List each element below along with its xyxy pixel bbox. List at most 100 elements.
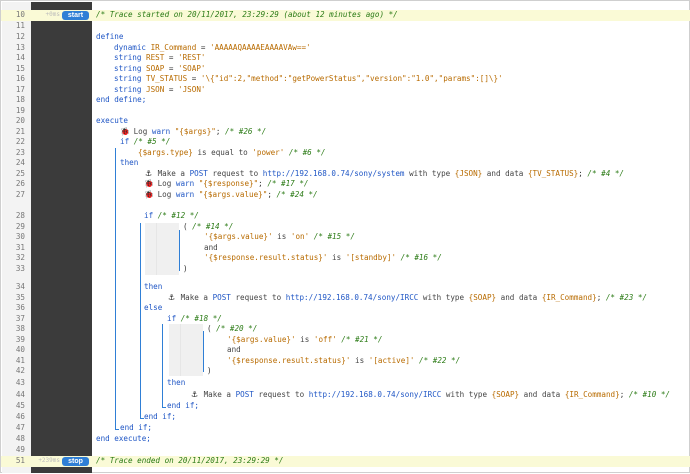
end-if-keyword: end if; (120, 423, 153, 432)
code-line: 22 if /* #5 */ (1, 137, 690, 148)
http-request-statement: ⚓ Make a POST request to http://192.168.… (144, 168, 624, 178)
then-keyword: then (120, 158, 139, 167)
line-number: 21 (15, 126, 25, 136)
if-block-bar (140, 223, 141, 418)
code-line: 33 ) (1, 264, 690, 275)
code-line: 47 end if; (1, 423, 690, 434)
line-number: 17 (15, 84, 25, 94)
code-line: 10 /* Trace started on 20/11/2017, 23:29… (1, 10, 690, 21)
code-line: 42 ) (1, 366, 690, 377)
code-line: 28 if /* #12 */ (1, 211, 690, 222)
code-line: 13 dynamic IR_Command = 'AAAAAQAAAAEAAAA… (1, 43, 690, 54)
code-line: 44 ⚓ Make a POST request to http://192.1… (1, 390, 690, 401)
line-number: 25 (15, 168, 25, 178)
line-number: 10 (15, 10, 25, 19)
line-number: 18 (15, 95, 25, 104)
code-line: 27 🐞 Log warn "{$args.value}"; /* #24 */ (1, 190, 690, 201)
execute-keyword: execute (96, 116, 129, 125)
code-line: 24 then (1, 158, 690, 169)
log-statement: 🐞 Log warn "{$args.value}"; /* #24 */ (144, 189, 318, 199)
line-number: 30 (15, 232, 25, 241)
code-line: 19 (1, 106, 690, 117)
variable-declaration: string TV_STATUS = '\{"id":2,"method":"g… (114, 74, 503, 83)
trace-end-comment: /* Trace ended on 20/11/2017, 23:29:29 *… (96, 456, 284, 465)
code-line: 16 string TV_STATUS = '\{"id":2,"method"… (1, 74, 690, 85)
code-line: 25 ⚓ Make a POST request to http://192.1… (1, 169, 690, 180)
if-block-bar (115, 148, 116, 429)
code-line: 23 {$args.type} is equal to 'power' /* #… (1, 148, 690, 159)
code-line: 29 ( /* #14 */ (1, 222, 690, 233)
code-line: 46 end if; (1, 412, 690, 423)
line-number-gutter (2, 2, 31, 473)
code-line: 30 '{$args.value}' is 'on' /* #15 */ (1, 232, 690, 243)
code-line: 15 string SOAP = 'SOAP' (1, 64, 690, 75)
line-number: 51 (15, 456, 25, 465)
code-line: 48 end execute; (1, 434, 690, 445)
condition-group-open: ( /* #20 */ (207, 324, 258, 333)
line-number: 42 (15, 366, 25, 375)
condition: {$args.type} is equal to 'power' /* #6 *… (138, 147, 326, 157)
code-line: 41 '{$response.result.status}' is '[acti… (1, 356, 690, 367)
start-badge[interactable]: start (62, 11, 89, 20)
bug-icon: 🐞 (144, 179, 154, 188)
line-number: 15 (15, 63, 25, 73)
variable-declaration: string REST = 'REST' (114, 53, 206, 62)
code-line: 37 if /* #18 */ (1, 314, 690, 325)
if-block-bar-end (162, 407, 166, 408)
line-number: 23 (15, 147, 25, 157)
code-line: 39 '{$args.value}' is 'off' /* #21 */ (1, 335, 690, 346)
anchor-icon: ⚓ (144, 168, 153, 178)
line-number: 48 (15, 434, 25, 443)
code-line: 32 '{$response.result.status}' is '[stan… (1, 253, 690, 264)
bug-icon: 🐞 (144, 189, 154, 199)
line-number: 40 (15, 345, 25, 354)
if-statement: if /* #5 */ (120, 137, 171, 146)
code-line: 26 🐞 Log warn "{$response}"; /* #17 */ (1, 179, 690, 190)
code-line: 18 end define; (1, 95, 690, 106)
code-line: 20 execute (1, 116, 690, 127)
line-number: 47 (15, 423, 25, 432)
code-line: 49 (1, 445, 690, 456)
line-number: 14 (15, 53, 25, 62)
if-statement: if /* #12 */ (144, 211, 199, 220)
variable-declaration: string JSON = 'JSON' (114, 84, 206, 94)
condition-group-bar (203, 331, 204, 372)
bug-icon: 🐞 (120, 126, 130, 136)
code-line: 21 🐞 Log warn "{$args}"; /* #26 */ (1, 127, 690, 138)
code-line: 45 end if; (1, 401, 690, 412)
line-number: 24 (15, 158, 25, 167)
http-request-statement: ⚓ Make a POST request to http://192.168.… (190, 390, 670, 399)
line-number: 20 (15, 116, 25, 125)
indent-guide (180, 324, 181, 376)
and-operator: and (204, 242, 218, 252)
stop-badge[interactable]: stop (62, 457, 89, 466)
code-line: 11 (1, 21, 690, 32)
line-number: 27 (15, 189, 25, 199)
code-line: 38 ( /* #20 */ (1, 324, 690, 335)
code-line: 34 then (1, 282, 690, 293)
line-number: 12 (15, 32, 25, 41)
condition-block-shade (145, 223, 179, 275)
line-number: 36 (15, 303, 25, 312)
line-number: 32 (15, 253, 25, 262)
line-number: 16 (15, 74, 25, 83)
code-line: 51 /* Trace ended on 20/11/2017, 23:29:2… (1, 456, 690, 467)
line-number: 29 (15, 221, 25, 231)
line-number: 43 (15, 378, 25, 387)
code-line: 43 then (1, 378, 690, 389)
condition-group-close: ) (207, 366, 212, 375)
condition: '{$args.value}' is 'off' /* #21 */ (227, 334, 383, 344)
line-number: 26 (15, 179, 25, 188)
line-number: 49 (15, 444, 25, 454)
line-number: 13 (15, 42, 25, 52)
line-number: 28 (15, 211, 25, 220)
end-if-keyword: end if; (167, 401, 200, 410)
condition-group-bar (179, 230, 180, 271)
code-line: 40 and (1, 345, 690, 356)
code-line: 14 string REST = 'REST' (1, 53, 690, 64)
condition-group-close: ) (183, 263, 188, 273)
condition: '{$args.value}' is 'on' /* #15 */ (204, 232, 355, 241)
variable-declaration: string SOAP = 'SOAP' (114, 63, 206, 73)
stop-timestamp: +239ms (38, 457, 60, 464)
